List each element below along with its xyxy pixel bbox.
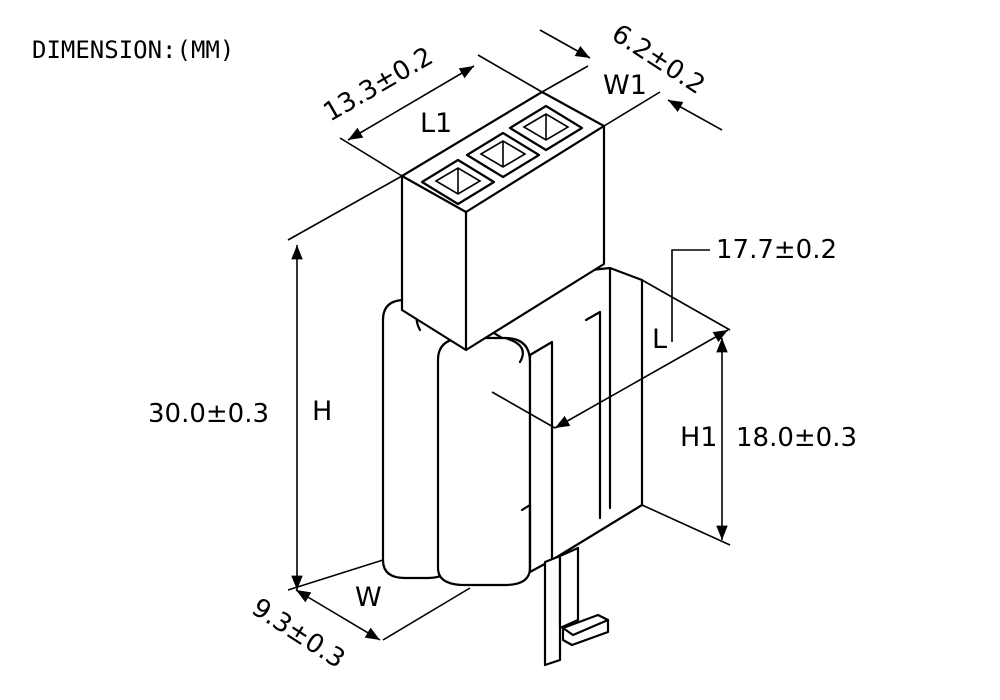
label-h1: H1: [680, 422, 717, 453]
label-w: W: [355, 582, 382, 613]
dimension-h1-value: 18.0±0.3: [736, 423, 857, 453]
dimension-h-value: 30.0±0.3: [148, 399, 269, 429]
dimension-lines: [287, 29, 731, 641]
drawing-title: DIMENSIΟN:(MM): [32, 36, 234, 64]
connector-body: [381, 90, 644, 667]
label-l: L: [652, 324, 667, 355]
dimension-w-value: 9.3±0.3: [246, 593, 350, 675]
label-w1: W1: [603, 70, 647, 101]
label-l1: L1: [420, 108, 452, 139]
dimension-l-value: 17.7±0.2: [716, 235, 837, 265]
label-h: H: [312, 396, 332, 427]
